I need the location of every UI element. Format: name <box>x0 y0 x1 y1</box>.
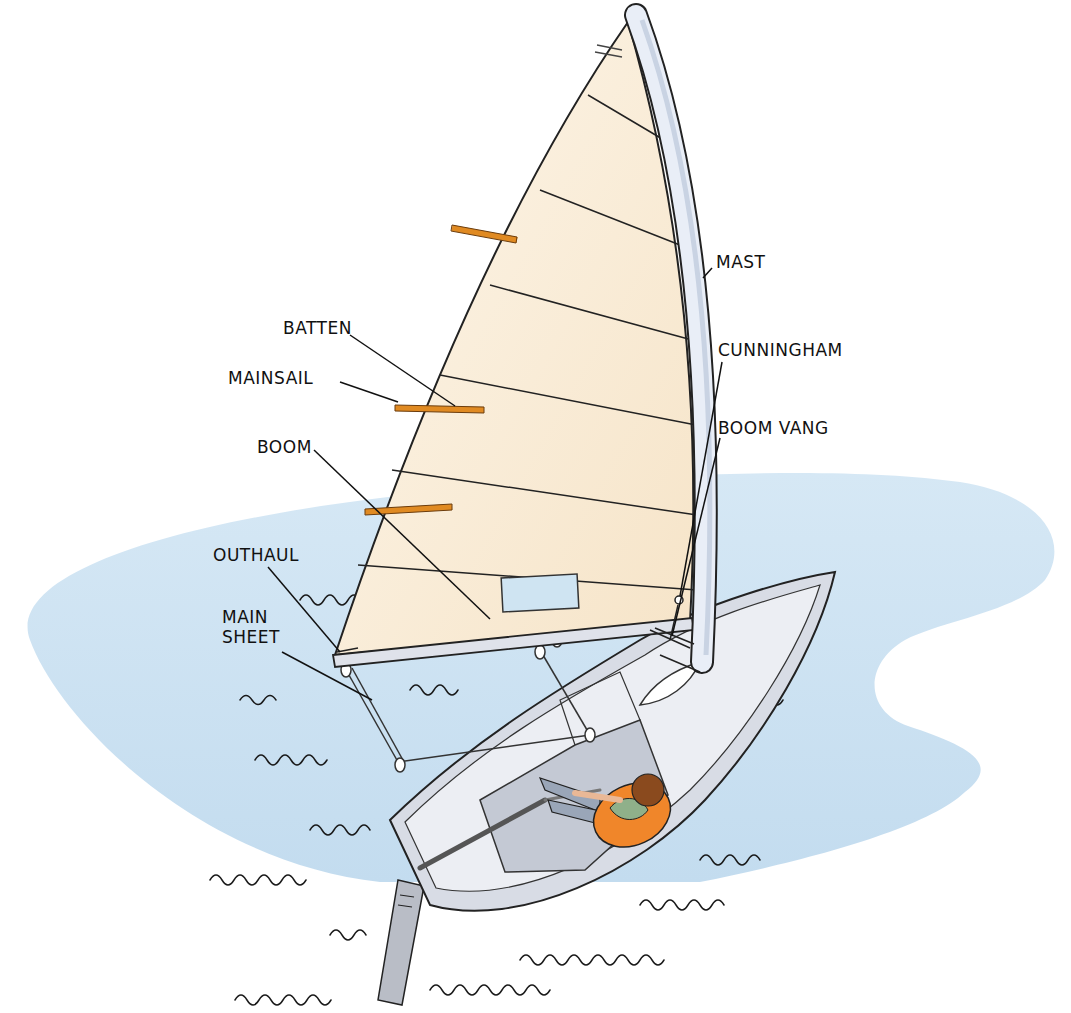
leader-line <box>282 652 372 700</box>
sheet-line <box>540 650 590 735</box>
part-label: MAST <box>716 252 765 272</box>
seam <box>540 190 680 245</box>
part-label: OUTHAUL <box>213 545 299 565</box>
life-jacket <box>583 771 681 859</box>
wake-line <box>310 825 370 835</box>
wake-line <box>520 955 664 965</box>
part-label: CUNNINGHAM <box>718 340 843 360</box>
head-marks <box>595 45 622 57</box>
leader-line <box>680 362 722 596</box>
leader-line <box>340 382 398 402</box>
part-label: MAINSAIL <box>228 368 313 388</box>
seam <box>490 285 692 340</box>
wake-line <box>430 985 550 995</box>
wake-line <box>330 930 366 940</box>
vang-line <box>660 655 700 672</box>
mast-shade <box>642 20 710 655</box>
block <box>395 758 405 772</box>
bench <box>560 672 640 745</box>
wake-line <box>210 875 306 885</box>
vang-and-cunningham <box>650 596 700 672</box>
sail-seams <box>358 95 697 590</box>
wake-line <box>700 855 760 865</box>
boom <box>333 618 694 667</box>
sail-window <box>501 574 579 612</box>
batten-edge <box>451 225 517 243</box>
sailor-head <box>632 774 664 806</box>
batten-edge <box>395 405 484 413</box>
leader-line <box>314 450 490 619</box>
rudder <box>378 880 424 1005</box>
wake-line <box>410 685 458 695</box>
leader-lines <box>268 268 722 700</box>
seam <box>440 375 696 425</box>
sheet-line <box>345 668 398 762</box>
block <box>585 728 595 742</box>
sheet-line <box>352 668 404 762</box>
battens <box>365 228 517 512</box>
part-label: BATTEN <box>283 318 352 338</box>
wake-line <box>640 900 724 910</box>
cunningham-line <box>670 605 678 640</box>
rudder-fittings <box>398 895 414 907</box>
part-label: BOOM VANG <box>718 418 829 438</box>
batten-edge <box>365 504 452 515</box>
head-mark <box>595 52 622 57</box>
wake-line <box>255 755 327 765</box>
sheet-line <box>398 735 590 762</box>
gudgeon <box>400 895 414 897</box>
vang-line <box>655 628 694 644</box>
batten <box>452 228 517 240</box>
sailor-arm <box>575 793 620 800</box>
leader-line <box>350 335 455 406</box>
mainsail <box>335 22 693 655</box>
wake-line <box>240 696 276 705</box>
wake-line <box>300 595 360 605</box>
gudgeon <box>398 905 412 907</box>
batten <box>395 408 484 410</box>
batten-outlines <box>365 225 517 515</box>
part-label: BOOM <box>257 437 312 457</box>
leader-line <box>703 268 712 278</box>
tiller <box>420 800 545 868</box>
head-mark <box>597 45 622 50</box>
sailor <box>540 771 681 859</box>
leader-line <box>672 438 720 636</box>
part-label: MAIN SHEET <box>222 607 294 647</box>
wake-line <box>235 995 331 1005</box>
